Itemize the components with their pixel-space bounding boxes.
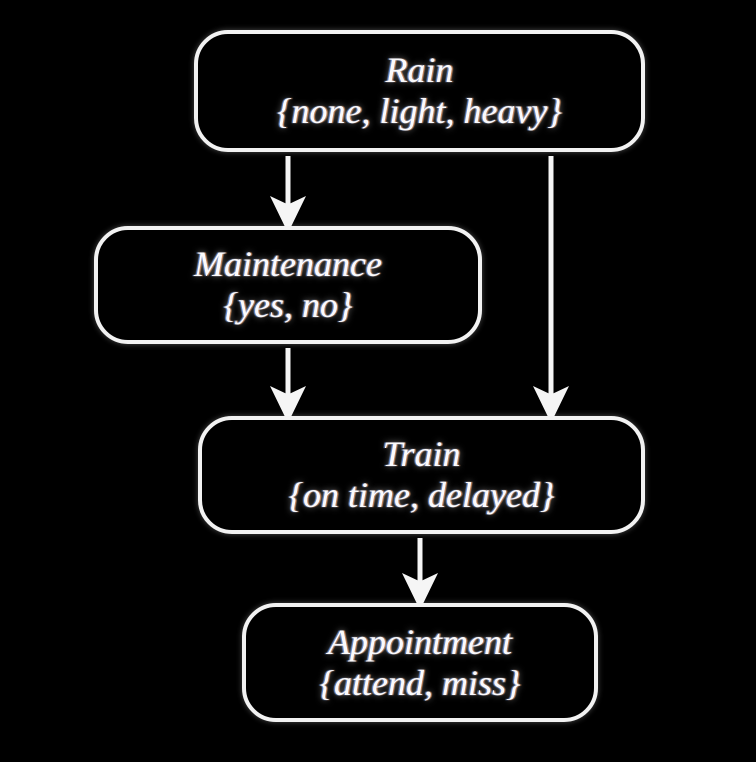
node-appointment[interactable]: Appointment {attend, miss} bbox=[242, 603, 598, 722]
node-maintenance-states: {yes, no} bbox=[223, 285, 353, 325]
node-appointment-states: {attend, miss} bbox=[319, 662, 521, 703]
node-rain[interactable]: Rain {none, light, heavy} bbox=[194, 30, 645, 152]
node-rain-label: Rain bbox=[385, 50, 454, 91]
node-maintenance[interactable]: Maintenance {yes, no} bbox=[94, 226, 482, 344]
node-maintenance-label: Maintenance bbox=[194, 244, 382, 285]
node-train[interactable]: Train {on time, delayed} bbox=[198, 416, 645, 534]
node-rain-states: {none, light, heavy} bbox=[277, 91, 562, 131]
node-train-states: {on time, delayed} bbox=[288, 475, 555, 515]
node-train-label: Train bbox=[382, 434, 461, 475]
node-appointment-label: Appointment bbox=[328, 621, 512, 662]
